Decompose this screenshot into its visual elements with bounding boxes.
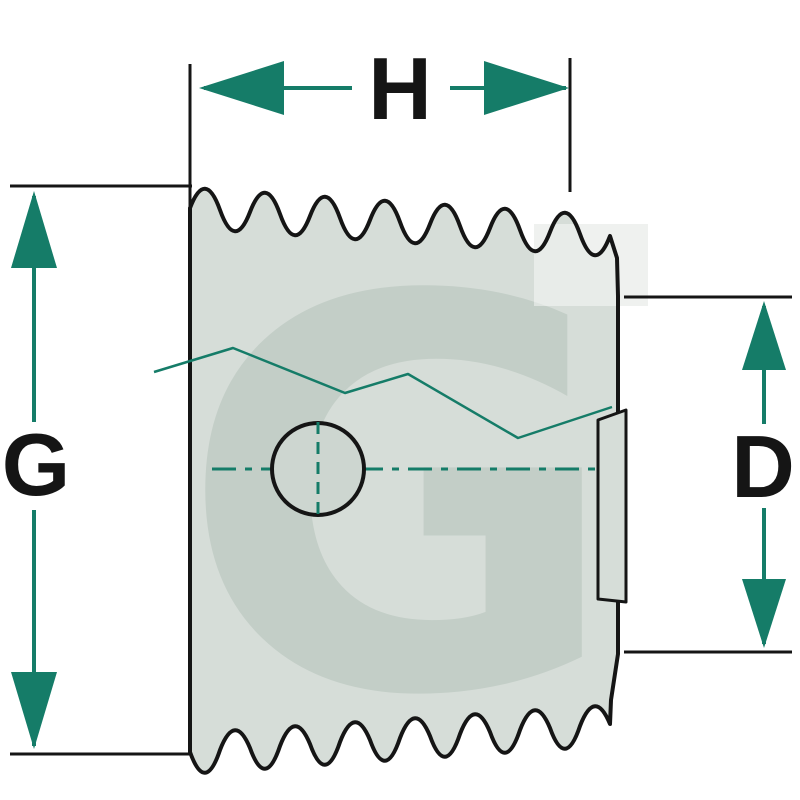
arrowhead-g-bottom	[11, 672, 57, 749]
label-h: H	[368, 39, 432, 138]
arrowhead-d-bottom	[742, 579, 786, 648]
watermark-letter-dark: G	[178, 186, 621, 800]
break-line-zigzag	[153, 346, 613, 440]
arrowhead-g-top	[11, 191, 57, 268]
arrowhead-h-left	[199, 61, 284, 115]
right-end-facet	[596, 408, 628, 604]
part-body-fill	[190, 188, 618, 773]
label-d: D	[731, 417, 795, 516]
label-g: G	[2, 415, 70, 514]
arrowhead-d-top	[742, 301, 786, 370]
part-body-outline	[188, 186, 620, 775]
arrowhead-h-right	[484, 61, 569, 115]
